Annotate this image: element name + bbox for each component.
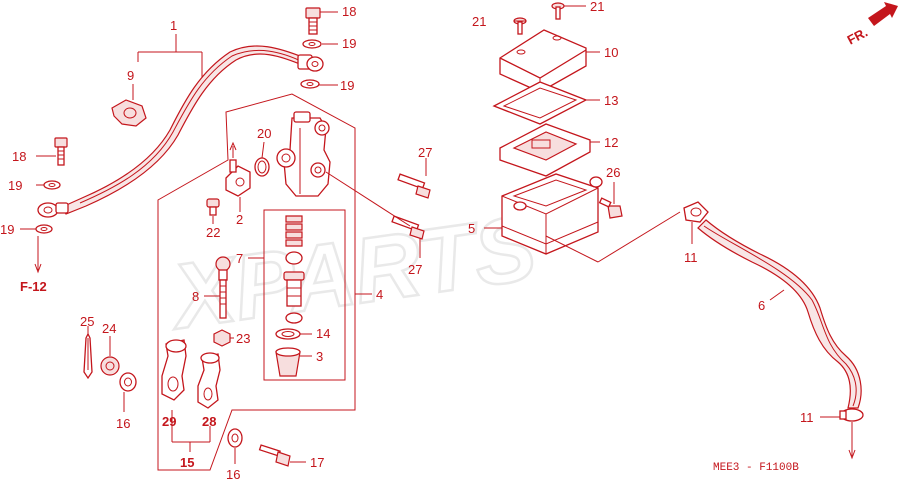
callout-21-right: 21 [590,0,604,14]
reservoir-hose[interactable] [697,219,862,409]
joint-28[interactable] [197,352,221,409]
sealing-washer-left-upper-hole [48,183,56,187]
front-label: FR. [845,24,871,47]
reservoir-tank[interactable] [501,173,603,255]
callout-23: 23 [236,331,250,346]
callout-17: 17 [310,455,324,470]
cotter-pin[interactable] [83,332,93,380]
reservoir-cap[interactable] [499,29,587,93]
callout-20: 20 [257,126,271,141]
callout-19-top-upper: 19 [342,36,356,51]
spring[interactable] [285,215,303,247]
callout-13: 13 [604,93,618,108]
callout-21-left: 21 [472,14,486,29]
banjo-bolt-left[interactable] [54,137,68,166]
banjo-bolt-top[interactable] [305,7,321,35]
callout-18-top: 18 [342,4,356,19]
assembly-group-outline-4 [263,209,346,381]
ref-label: F-12 [20,279,47,294]
screw-21-right[interactable] [551,2,565,20]
sealing-washer-top-lower-hole [306,82,314,86]
front-direction-indicator: FR. [845,2,898,48]
leader-lines [20,5,856,464]
sealing-washer-left-upper[interactable] [43,180,61,190]
callout-26: 26 [606,165,620,180]
callout-1: 1 [170,18,177,33]
callout-12: 12 [604,135,618,150]
spring-seat[interactable] [285,251,303,265]
reservoir-plate[interactable] [492,81,588,125]
screw-22[interactable] [206,198,220,216]
callout-11-lower: 11 [800,410,814,425]
piston[interactable] [283,271,305,307]
joint-arrow-head [229,141,237,151]
master-cylinder-body[interactable] [276,111,331,197]
callout-9: 9 [127,68,134,83]
callout-5: 5 [468,221,475,236]
hose-banjo-fitting-upper[interactable] [297,54,324,72]
push-rod[interactable] [215,256,231,319]
rod-end[interactable] [285,312,303,324]
hose-clip-upper[interactable] [683,201,709,223]
sealing-washer-left-lower-hole [40,227,48,231]
callout-16-bottom: 16 [226,467,240,480]
bolt-17[interactable] [258,444,291,467]
callout-10: 10 [604,45,618,60]
callout-16-left: 16 [116,416,130,431]
callout-2: 2 [236,212,243,227]
joint-29[interactable] [161,339,187,401]
hose-clip-lower[interactable] [839,408,864,422]
bolt-27-upper[interactable] [397,173,431,199]
hose-joint[interactable] [225,159,251,197]
callout-19-left-upper: 19 [8,178,22,193]
callout-25: 25 [80,314,94,329]
hose-banjo-fitting-lower[interactable] [37,202,69,218]
callout-28: 28 [202,414,216,429]
boot-3[interactable] [275,347,301,377]
sealing-washer-top-upper-hole [308,42,316,46]
o-ring-inner [257,160,267,174]
sealing-washer-top-lower[interactable] [300,79,320,89]
callout-15: 15 [180,455,194,470]
callout-27-upper: 27 [418,145,432,160]
circlip-14[interactable] [275,328,301,340]
callout-29: 29 [162,414,176,429]
hose-clamp[interactable] [111,99,147,127]
diagram-code: MEE3 - F1100B [713,462,799,474]
callout-7: 7 [236,251,243,266]
sealing-washer-top-upper[interactable] [302,39,322,49]
sealing-washer-left-lower[interactable] [35,224,53,234]
callout-18-left: 18 [12,149,26,164]
washer-24[interactable] [100,356,120,376]
callout-24: 24 [102,321,116,336]
assembly-group-outline-1 [157,93,356,471]
callout-19-left-lower: 19 [0,222,14,237]
callout-19-top-lower: 19 [340,78,354,93]
screw-26[interactable] [598,197,623,219]
callout-6: 6 [758,298,765,313]
front-arrow-icon [868,2,898,26]
callout-14: 14 [316,326,330,341]
callout-numbers: 1 9 18 19 19 18 19 19 20 2 22 7 8 23 14 … [0,0,814,480]
callout-3: 3 [316,349,323,364]
callout-22: 22 [206,225,220,240]
washer-16-bottom[interactable] [227,428,243,448]
callout-8: 8 [192,289,199,304]
callout-11-upper: 11 [684,250,698,265]
diaphragm[interactable] [499,123,591,177]
screw-21-left[interactable] [513,17,527,35]
callout-27-lower: 27 [408,262,422,277]
callout-4: 4 [376,287,383,302]
washer-16-left[interactable] [119,372,137,392]
nut-23[interactable] [213,329,231,347]
